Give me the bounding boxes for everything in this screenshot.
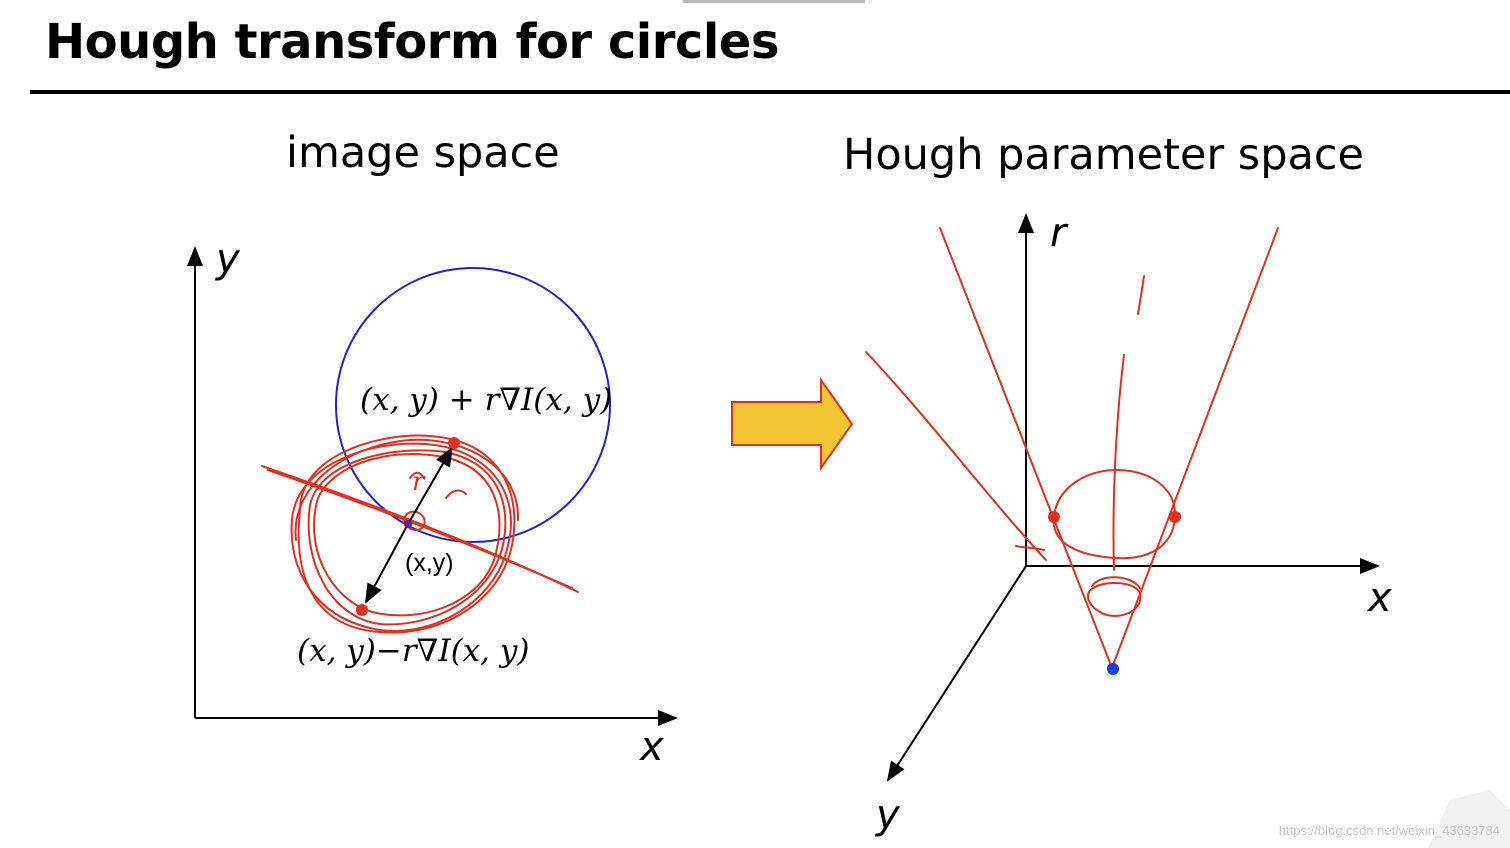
blue-circle (335, 267, 611, 543)
cone-apex-point (1107, 663, 1119, 675)
image-x-axis-label: x (638, 724, 664, 770)
minus-gradient-point (356, 604, 368, 616)
formula-minus-gradient: (x, y)−r∇I(x, y) (297, 633, 529, 669)
cone-left-point (1048, 511, 1060, 523)
cone-right-point (1169, 511, 1181, 523)
center-point-label: (x,y) (405, 549, 454, 577)
image-space-label: image space (286, 128, 560, 178)
corner-logo-shape (1428, 790, 1510, 848)
image-y-axis-label: y (215, 236, 241, 282)
red-scribble-circles (261, 434, 579, 634)
image-space-axes (187, 246, 678, 726)
slide-title: Hough transform for circles (45, 14, 779, 70)
top-tab-indicator (683, 0, 865, 3)
plus-gradient-point (448, 437, 460, 449)
title-rule (30, 90, 1510, 94)
watermark-url: https://blog.csdn.net/weixin_43633784 (1278, 823, 1500, 838)
parameter-space-axes (886, 213, 1380, 782)
radius-arrows (365, 446, 454, 604)
center-point (404, 520, 412, 528)
red-cone-sketch (865, 227, 1279, 669)
formula-plus-gradient: (x, y) + r∇I(x, y) (360, 382, 612, 418)
parameter-space-label: Hough parameter space (843, 130, 1364, 180)
parameter-r-axis-label: r (1050, 210, 1069, 256)
radius-annotation-label: r (412, 467, 426, 497)
transform-arrow (731, 376, 854, 472)
parameter-y-axis-label: y (875, 792, 901, 838)
parameter-x-axis-label: x (1366, 575, 1392, 621)
